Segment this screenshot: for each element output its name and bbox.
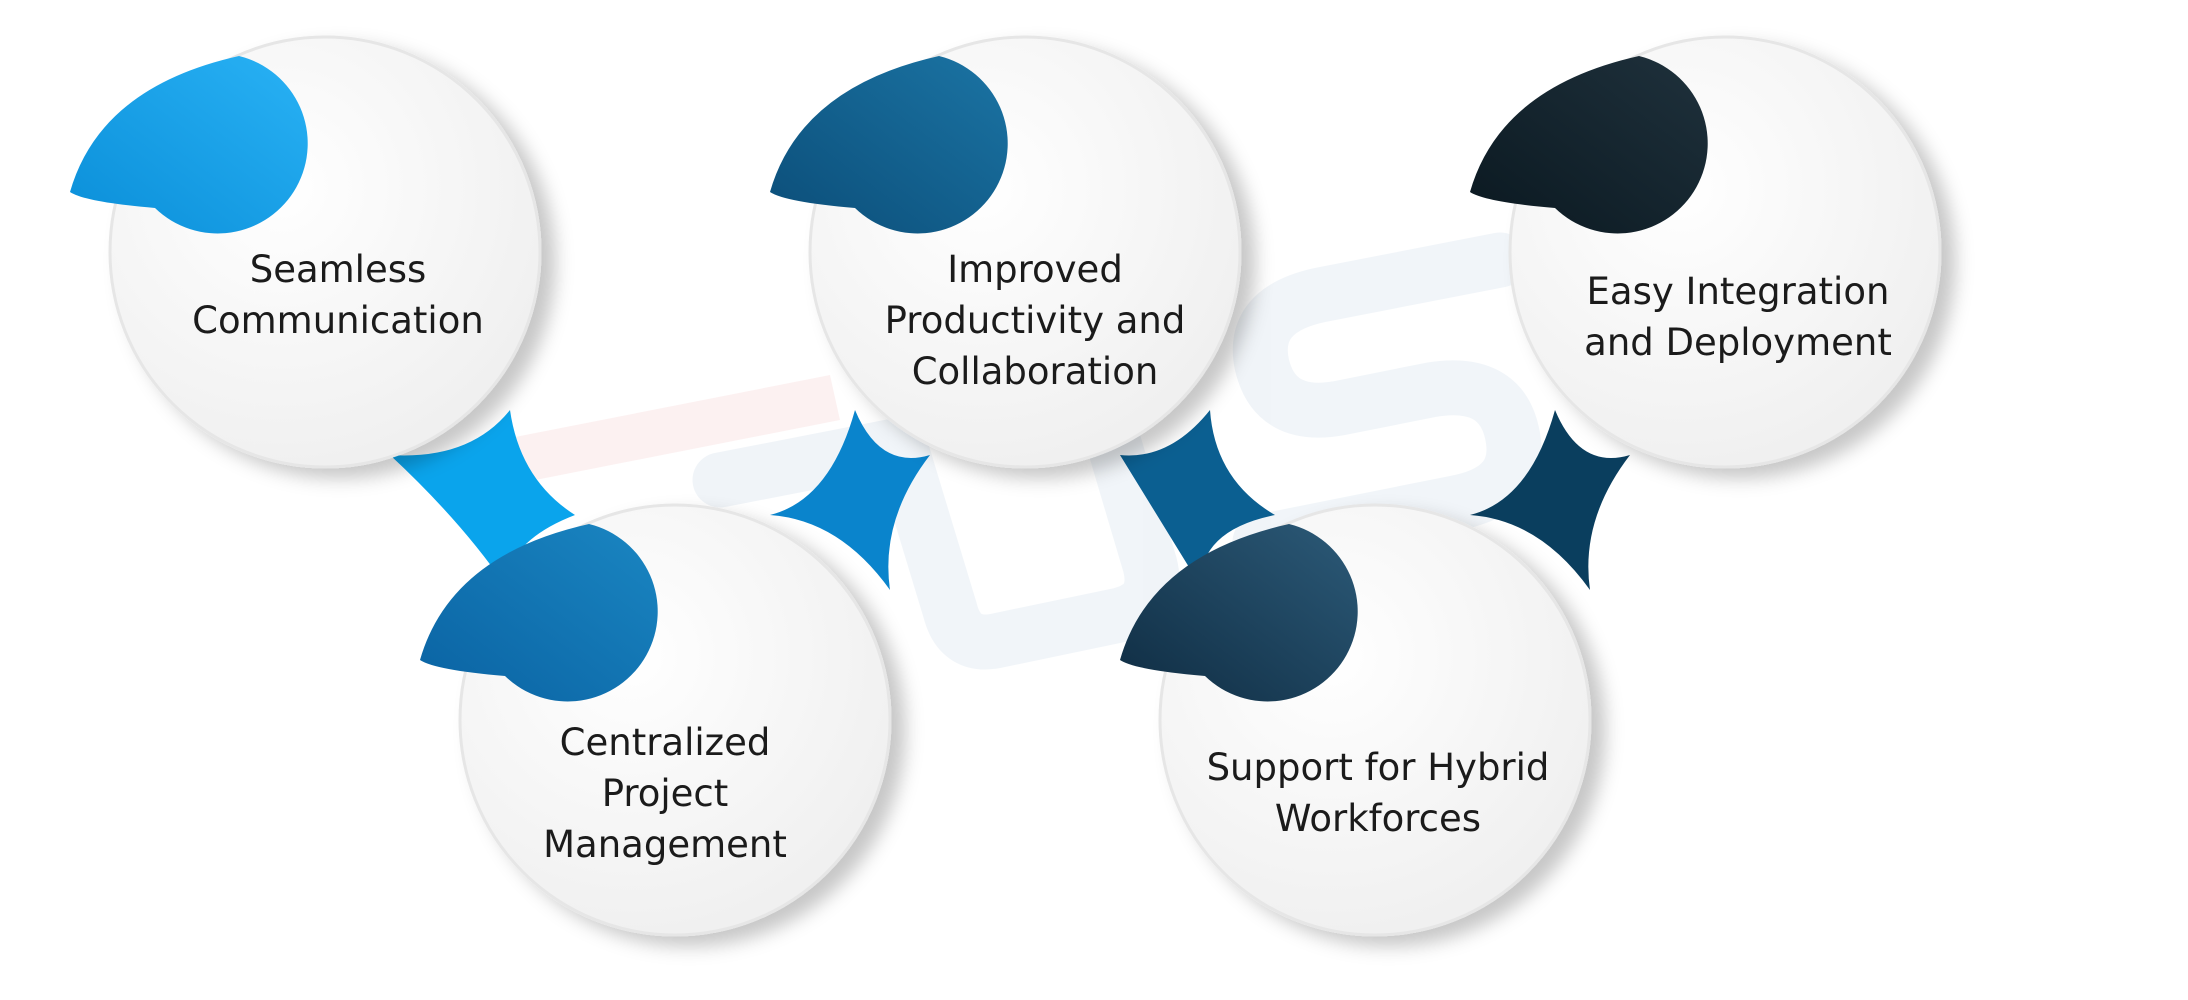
step-3-label-box: Improved Productivity and Collaboration (835, 230, 1235, 410)
step-5 (1470, 35, 1942, 469)
step-4-label: Support for Hybrid Workforces (1206, 746, 1550, 840)
step-4-label-box: Support for Hybrid Workforces (1178, 703, 1578, 883)
dark-leaf-icon (1470, 56, 1708, 234)
step-1-label-box: Seamless Communication (138, 205, 538, 385)
step-4 (1120, 503, 1592, 937)
step-5-label: Easy Integration and Deployment (1584, 270, 1892, 364)
connector-2 (770, 410, 930, 590)
connector-4 (1470, 410, 1630, 590)
connector-3 (1120, 410, 1275, 585)
step-1 (70, 35, 542, 469)
teal-leaf-icon (770, 56, 1008, 234)
step-5-label-box: Easy Integration and Deployment (1538, 227, 1938, 407)
navy-leaf-icon (1120, 524, 1358, 702)
step-3-label: Improved Productivity and Collaboration (884, 247, 1186, 393)
step-2-label: Centralized Project Management (543, 720, 787, 866)
blue-leaf-icon (70, 56, 308, 234)
step-3 (770, 35, 1242, 469)
step-2 (420, 503, 892, 937)
step-1-label: Seamless Communication (192, 248, 484, 342)
blue-leaf-icon (420, 524, 658, 702)
watermark-logo (500, 232, 1542, 670)
step-2-label-box: Centralized Project Management (465, 703, 865, 883)
connector-1 (390, 410, 575, 585)
